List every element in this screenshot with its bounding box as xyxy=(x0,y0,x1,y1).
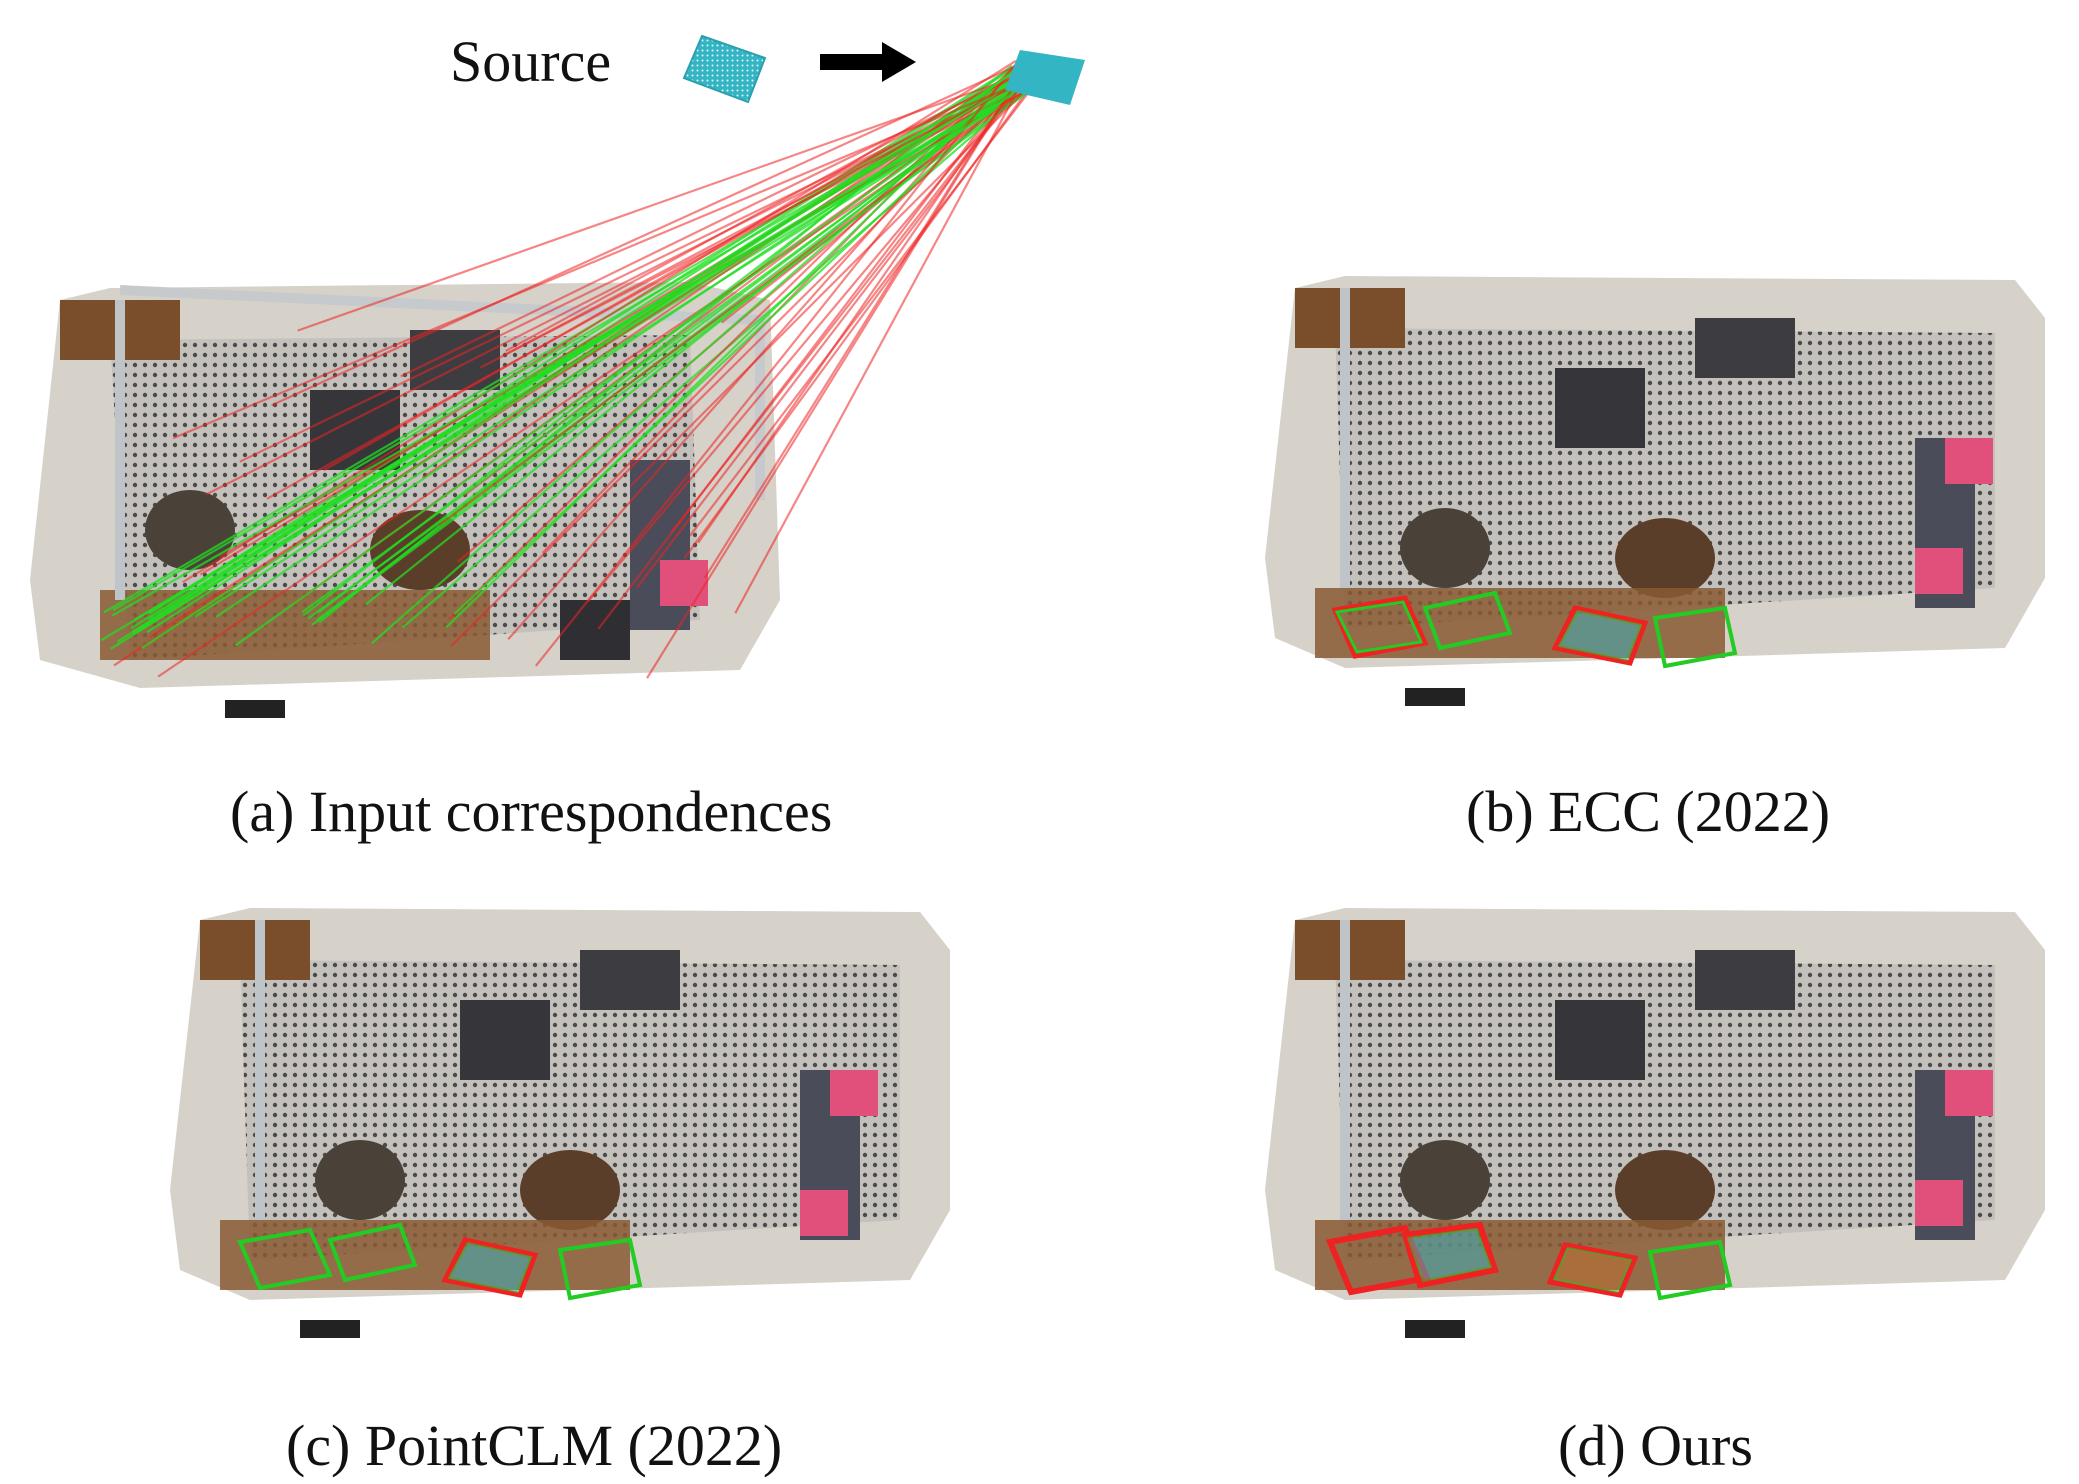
source-point-cloud xyxy=(682,34,767,104)
caption-c: (c) PointCLM (2022) xyxy=(286,1413,783,1478)
inlier-line xyxy=(194,74,1043,618)
outlier-line xyxy=(734,75,1027,614)
source-label: Source xyxy=(450,29,612,94)
outlier-line xyxy=(172,71,1047,440)
panel-ecc xyxy=(1265,276,2045,706)
outlier-line xyxy=(534,64,1016,667)
panel-pointclm xyxy=(170,908,950,1338)
outlier-line xyxy=(271,62,1021,407)
scene-point-cloud xyxy=(1265,276,2045,706)
outlier-line xyxy=(438,76,1043,526)
target-patch xyxy=(1005,50,1085,105)
inlier-line xyxy=(301,68,1046,614)
outlier-line xyxy=(400,68,1032,378)
inlier-line xyxy=(141,63,1027,649)
caption-d: (d) Ours xyxy=(1558,1413,1753,1478)
caption-a: (a) Input correspondences xyxy=(230,779,833,844)
pose-boxes xyxy=(1325,1221,1733,1301)
scene-point-cloud xyxy=(170,908,950,1338)
inlier-line xyxy=(111,86,1036,617)
outlier-line xyxy=(689,84,1036,537)
inlier-line xyxy=(148,63,1045,615)
correspondence-lines xyxy=(100,50,1085,679)
panel-ours xyxy=(1265,908,2045,1338)
pose-boxes xyxy=(1331,590,1738,669)
outlier-line xyxy=(646,81,1018,679)
outlier-line xyxy=(636,75,1030,589)
panel-input-correspondences xyxy=(30,50,1085,718)
outlier-line xyxy=(448,63,1018,620)
outlier-line xyxy=(297,72,1027,332)
outlier-line xyxy=(205,71,1041,496)
outlier-line xyxy=(266,74,1030,500)
scene-point-cloud xyxy=(1265,908,2045,1338)
caption-b: (b) ECC (2022) xyxy=(1466,779,1831,844)
right-arrow-icon xyxy=(820,42,916,82)
outlier-line xyxy=(630,85,1031,487)
pose-boxes xyxy=(237,1222,643,1301)
outlier-line xyxy=(149,61,1048,639)
